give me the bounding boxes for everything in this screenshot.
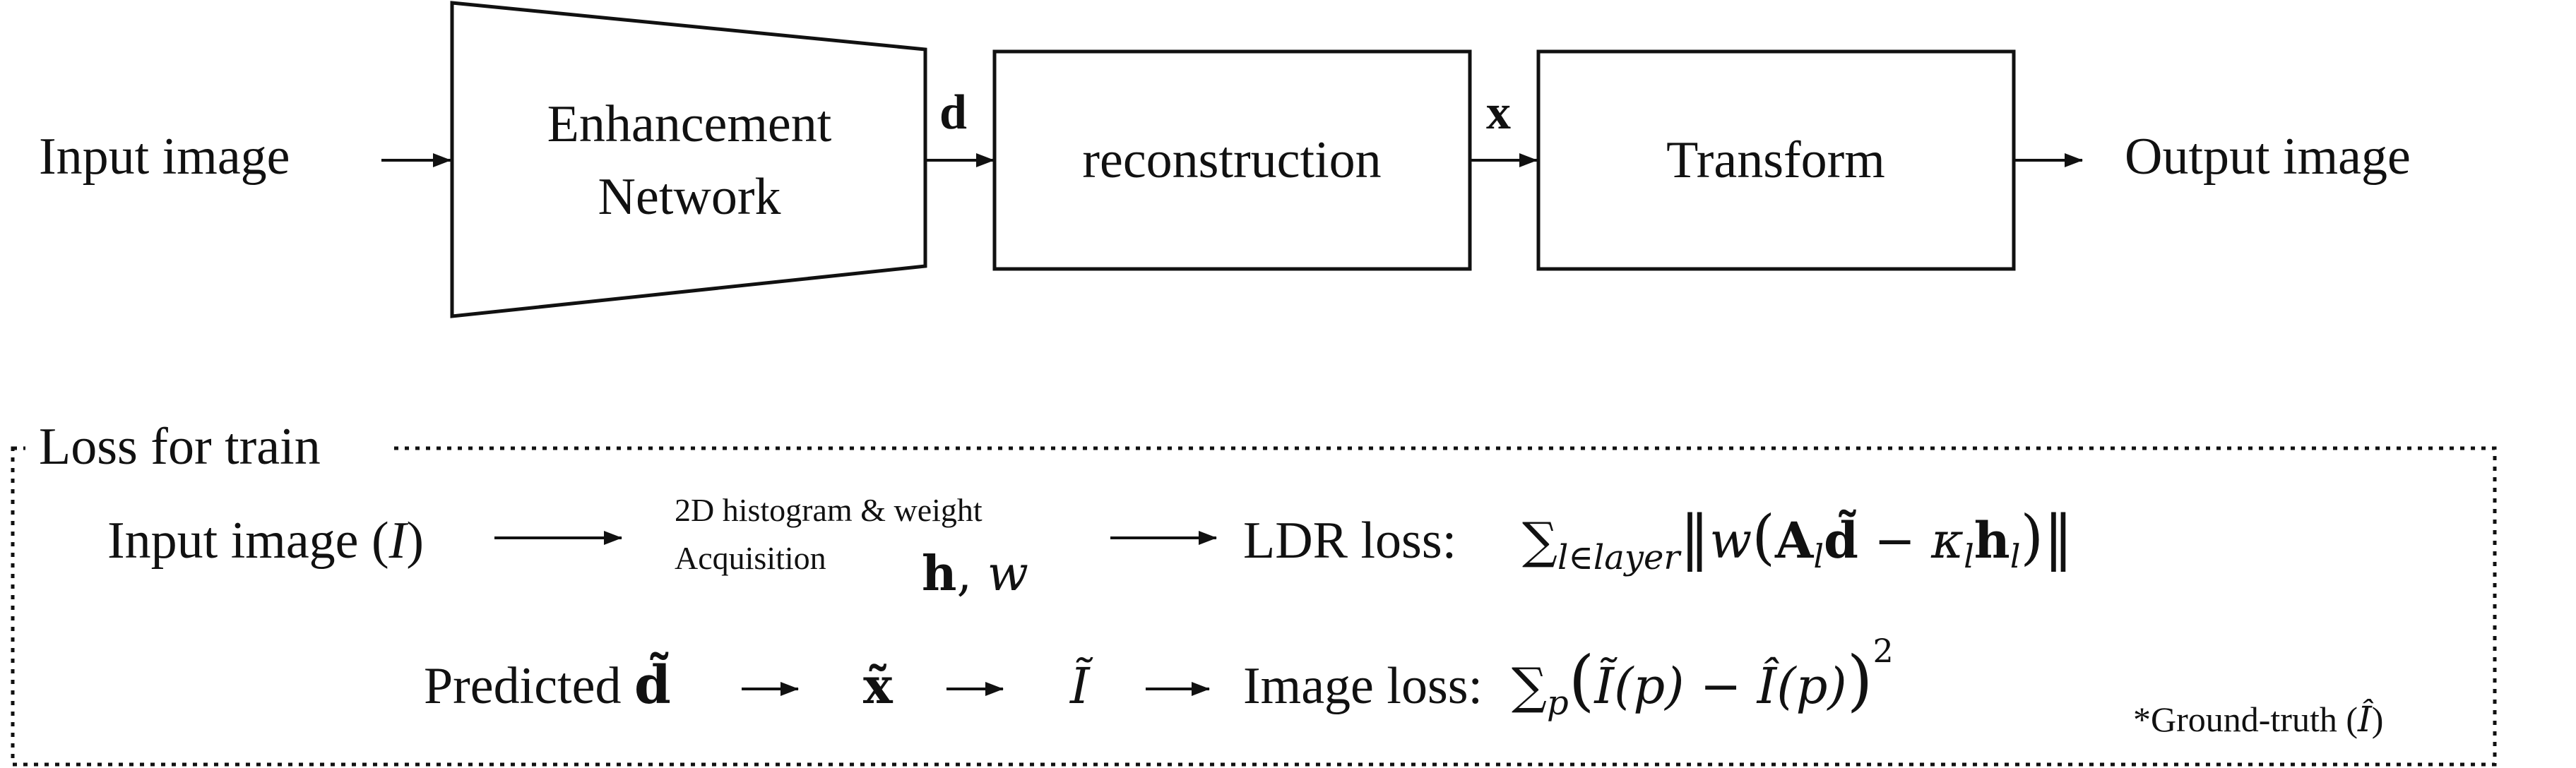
enhancement-label-line2: Network bbox=[598, 168, 781, 226]
enhancement-label-line1: Enhancement bbox=[547, 95, 832, 153]
image-loss-formula: ∑p(Ĩ(p) − Î(p))2 bbox=[1512, 632, 1894, 723]
output-image-label: Output image bbox=[2125, 128, 2411, 186]
loss-title: Loss for train bbox=[39, 418, 321, 476]
ground-truth-footnote: *Ground-truth (Î) bbox=[2133, 698, 2383, 740]
x-tilde-symbol: x̃ bbox=[863, 656, 894, 715]
d-symbol: d bbox=[939, 85, 967, 140]
ldr-loss-formula: ∑l∈layer‖w(Ald̃ − κlhl)‖ bbox=[1522, 503, 2073, 577]
loss-title-background bbox=[25, 424, 393, 473]
reconstruction-label: reconstruction bbox=[1082, 131, 1381, 189]
row2-predicted-label: Predicted d̃ bbox=[424, 652, 671, 716]
histogram-output-h-w: h, w bbox=[922, 546, 1028, 602]
ldr-loss-label: LDR loss: bbox=[1243, 512, 1456, 570]
x-symbol: x bbox=[1486, 85, 1511, 140]
reconstruction-block bbox=[992, 49, 1472, 271]
row1-input-image-label: Input image (I) bbox=[107, 512, 424, 570]
histogram-label-line2: Acquisition bbox=[675, 540, 826, 576]
transform-block bbox=[1536, 49, 2016, 271]
transform-label: Transform bbox=[1666, 131, 1885, 189]
image-loss-label: Image loss: bbox=[1243, 657, 1483, 715]
input-image-label: Input image bbox=[39, 128, 290, 186]
loss-dotted-box bbox=[11, 446, 2497, 767]
i-tilde-symbol: Ĩ bbox=[1069, 657, 1093, 715]
histogram-label-line1: 2D histogram & weight bbox=[675, 492, 983, 528]
enhancement-network-block bbox=[450, 1, 927, 318]
